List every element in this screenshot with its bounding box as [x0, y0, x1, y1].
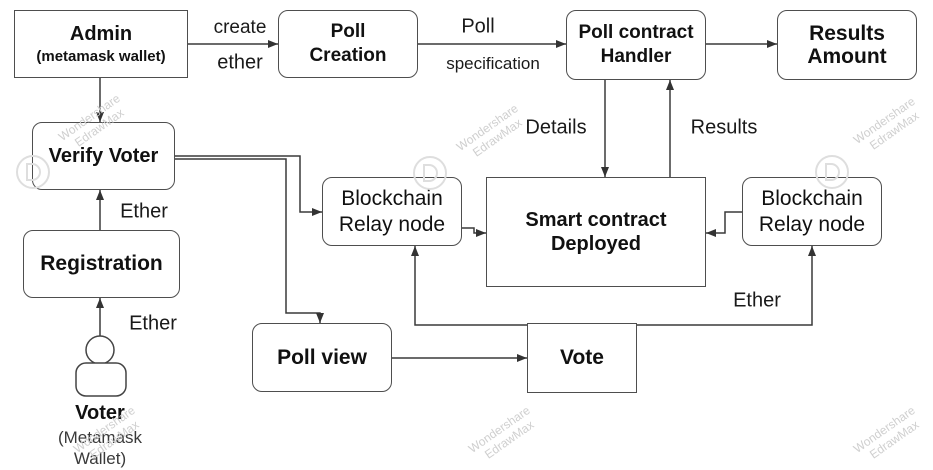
relay-left-line1: Blockchain: [341, 186, 443, 210]
smart-contract-node: Smart contract Deployed: [486, 177, 706, 287]
edge-label-ether-registration: Ether: [120, 200, 168, 223]
poll-creation-line1: Poll: [330, 21, 366, 42]
vote-label: Vote: [560, 346, 604, 369]
relay-node-right: Blockchain Relay node: [742, 177, 882, 246]
edge-relay-right-to-smart-contract: [706, 211, 742, 237]
edge-label-create: create: [213, 17, 267, 38]
voter-wallet-line1: (Metamask: [57, 428, 143, 447]
registration-node: Registration: [23, 230, 180, 298]
poll-contract-handler-node: Poll contract Handler: [566, 10, 706, 80]
edge-label-ether-admin: ether: [217, 51, 263, 74]
admin-title: Admin: [69, 23, 133, 45]
edge-label-ether-voter: Ether: [129, 312, 177, 335]
edge-relay-left-to-smart-contract: [462, 227, 486, 237]
poll-contract-handler-line1: Poll contract: [578, 22, 694, 43]
relay-right-line1: Blockchain: [761, 186, 863, 210]
edge-vote-to-relay-right: [637, 246, 816, 326]
verify-voter-label: Verify Voter: [48, 145, 159, 167]
vote-node: Vote: [527, 323, 637, 393]
relay-node-left: Blockchain Relay node: [322, 177, 462, 246]
relay-right-line2: Relay node: [758, 212, 866, 236]
relay-left-line2: Relay node: [338, 212, 446, 236]
poll-view-label: Poll view: [277, 345, 367, 369]
voter-wallet-line2: Wallet): [73, 449, 127, 468]
voter-title: Voter: [75, 402, 125, 424]
smart-contract-line2: Deployed: [550, 233, 642, 255]
verify-voter-node: Verify Voter: [32, 122, 175, 190]
results-amount-line1: Results: [809, 22, 885, 45]
registration-label: Registration: [40, 252, 163, 275]
results-amount-line2: Amount: [807, 45, 887, 68]
edge-label-details: Details: [525, 116, 587, 139]
results-amount-node: Results Amount: [777, 10, 917, 80]
admin-subtitle: (metamask wallet): [36, 48, 166, 65]
edge-label-results: Results: [690, 116, 758, 139]
smart-contract-line1: Smart contract: [525, 209, 667, 231]
edge-verify-voter-to-relay-left: [175, 155, 322, 216]
poll-creation-node: Poll Creation: [278, 10, 418, 78]
poll-view-node: Poll view: [252, 323, 392, 392]
edge-label-ether-vote: Ether: [733, 289, 781, 312]
edge-label-specification: specification: [446, 54, 540, 73]
user-icon: [75, 335, 127, 397]
poll-creation-line2: Creation: [309, 45, 387, 66]
poll-contract-handler-line2: Handler: [600, 46, 672, 67]
edge-verify-voter-to-poll-view: [175, 158, 324, 323]
admin-node: Admin (metamask wallet): [14, 10, 188, 78]
edge-vote-to-relay-left: [411, 246, 527, 326]
edge-label-poll: Poll: [461, 15, 495, 38]
